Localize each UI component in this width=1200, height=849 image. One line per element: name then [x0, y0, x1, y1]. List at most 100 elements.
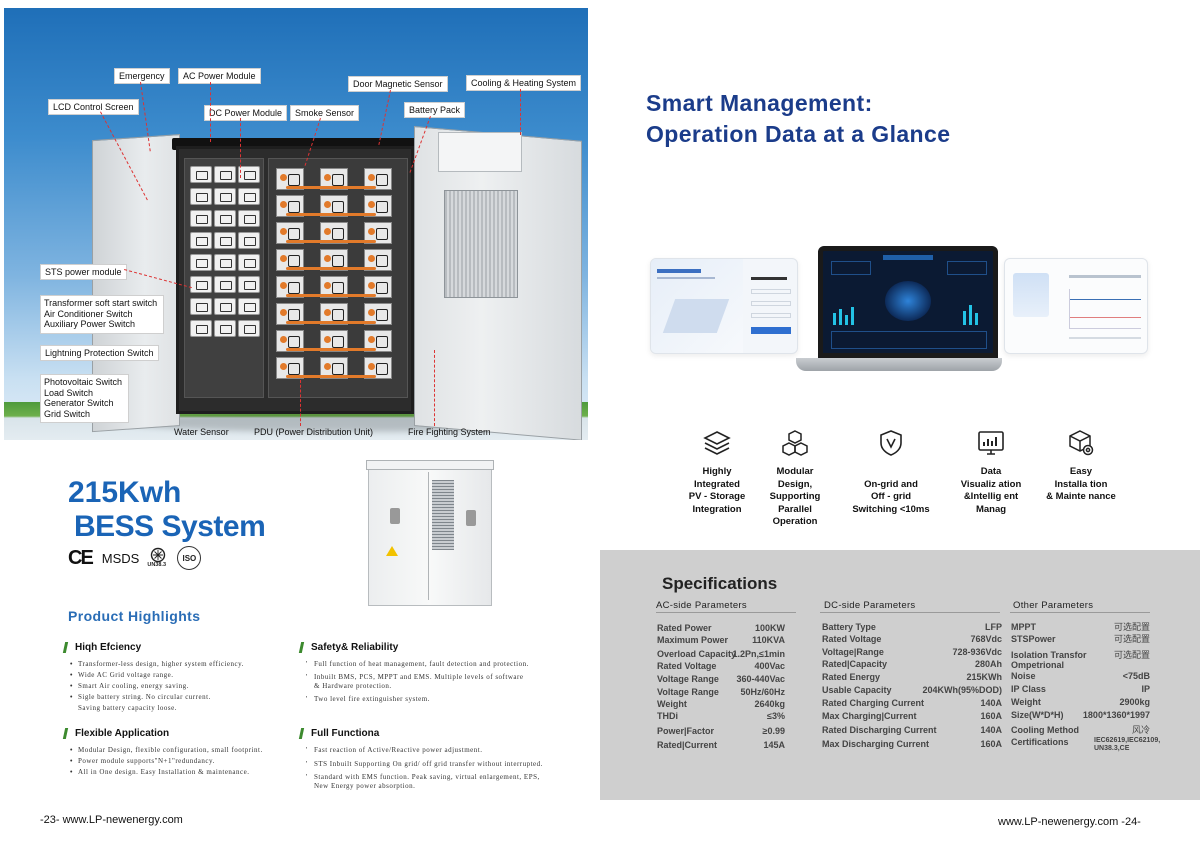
spec-other-label: STSPower	[1011, 634, 1056, 644]
highlight-item: Transformer-less design, higher system e…	[64, 659, 304, 670]
feature-label: Modular Design, Supporting Parallel Oper…	[769, 466, 821, 527]
battery-module	[276, 168, 304, 190]
spec-dc-label: Usable Capacity	[822, 685, 892, 695]
product-title-name: BESS System	[74, 510, 266, 543]
callout-smoke-sensor: Smoke Sensor	[290, 105, 360, 121]
battery-cable	[286, 213, 376, 216]
spec-dc-label: Max Charging|Current	[822, 711, 917, 721]
specifications-panel	[600, 550, 1200, 800]
feature-label: On-grid and Off - grid Switching <10ms	[852, 478, 930, 515]
power-module	[238, 276, 260, 293]
callout-ac-power-module: AC Power Module	[178, 68, 261, 84]
spec-dc-value: 140A	[980, 725, 1002, 735]
dc-params-title: DC-side Parameters	[824, 600, 916, 611]
power-module	[214, 276, 236, 293]
spec-other-label: MPPT	[1011, 622, 1037, 632]
battery-module	[364, 357, 392, 379]
other-params-title: Other Parameters	[1013, 600, 1094, 611]
battery-module	[364, 222, 392, 244]
feature-label: Highly Integrated PV - Storage Integrati…	[688, 466, 746, 515]
battery-module	[320, 303, 348, 325]
power-module	[214, 298, 236, 315]
callout-cooling-heating: Cooling & Heating System	[466, 75, 582, 91]
spec-ac-label: Overload Capacity	[657, 649, 737, 659]
spec-ac-label: Rated Voltage	[657, 661, 717, 671]
callout-sts-power-module: STS power module	[40, 264, 127, 280]
power-module	[214, 166, 236, 183]
power-module	[238, 298, 260, 315]
spec-ac-label: Power|Factor	[657, 726, 715, 736]
leader-line	[300, 380, 301, 426]
callout-lcd-control-screen: LCD Control Screen	[48, 99, 139, 115]
accent-bar	[62, 642, 69, 653]
spec-ac-value: 400Vac	[754, 661, 785, 671]
callout-fire-fighting: Fire Fighting System	[408, 427, 491, 437]
spec-ac-value: 100KW	[754, 623, 785, 633]
chart-monitor-icon	[976, 428, 1006, 458]
spec-other-label: IP Class	[1011, 684, 1046, 694]
box-gear-icon	[1066, 428, 1096, 458]
battery-cable	[286, 294, 376, 297]
spec-dc-value: 728-936Vdc	[952, 647, 1002, 657]
spec-other-value: 2900kg	[1119, 697, 1150, 707]
page-footer-left: -23- www.LP-newenergy.com	[40, 814, 183, 826]
power-module	[238, 254, 260, 271]
layers-icon	[702, 428, 732, 458]
callout-emergency: Emergency	[114, 68, 170, 84]
highlight-item: Sigle battery string. No circular curren…	[64, 692, 304, 714]
feature-data-visualization: Data Visualiz ation &Intellig ent Manag	[946, 428, 1036, 516]
spec-ac-value: 145A	[763, 740, 785, 750]
product-title-capacity: 215Kwh	[68, 476, 182, 509]
chart-screen-preview	[1004, 258, 1148, 354]
spec-dc-label: Rated Energy	[822, 672, 881, 682]
highlight-safety: Safety& Reliability Full function of hea…	[298, 642, 580, 705]
spec-other-label: Weight	[1011, 697, 1041, 707]
laptop-base	[796, 358, 1002, 371]
bess-cabinet-unit	[366, 460, 494, 610]
spec-other-value: 风冷	[1131, 725, 1150, 735]
power-module	[190, 254, 212, 271]
power-module	[214, 232, 236, 249]
divider	[1010, 612, 1150, 613]
highlight-full-function: Full Functiona Fast reaction of Active/R…	[298, 728, 585, 791]
shield-v-icon	[876, 428, 906, 458]
callout-water-sensor: Water Sensor	[174, 427, 229, 437]
highlight-item: Modular Design, flexible configuration, …	[64, 745, 304, 756]
spec-dc-value: 768Vdc	[970, 634, 1002, 644]
spec-other-value: IP	[1141, 684, 1150, 694]
highlight-item: Standard with EMS function. Peak saving,…	[300, 773, 585, 791]
spec-other-label: Isolation Transfor	[1011, 650, 1087, 660]
highlight-efficiency: Hiqh Efciency Transformer-less design, h…	[62, 642, 304, 714]
divider	[656, 612, 796, 613]
accent-bar	[62, 728, 69, 739]
ce-mark: CE	[68, 546, 94, 569]
callout-switch-group: Photovoltaic Switch Load Switch Generato…	[40, 374, 130, 423]
battery-module	[276, 222, 304, 244]
battery-module	[320, 330, 348, 352]
spec-ac-label: Voltage Range	[657, 687, 719, 697]
power-module	[190, 320, 212, 337]
spec-ac-label: Voltage Range	[657, 674, 719, 684]
iso-mark: ISO	[177, 546, 202, 570]
page-headline: Smart Management: Operation Data at a Gl…	[646, 90, 951, 147]
highlights-title: Product Highlights	[68, 608, 201, 624]
battery-module	[276, 357, 304, 379]
spec-other-label: Size(W*D*H)	[1011, 710, 1064, 720]
callout-transformer-group: Transformer soft start switch Air Condit…	[40, 295, 165, 334]
spec-dc-label: Voltage|Range	[822, 647, 884, 657]
spec-ac-value: 110KVA	[752, 635, 785, 645]
spec-dc-value: 160A	[980, 739, 1002, 749]
highlight-title: Safety& Reliability	[311, 642, 399, 653]
door-handle	[390, 508, 400, 524]
spec-dc-label: Max Discharging Current	[822, 739, 930, 749]
spec-other-value: <75dB	[1122, 671, 1150, 681]
battery-module	[320, 276, 348, 298]
spec-ac-label: THDi	[657, 711, 678, 721]
spec-other-label: Certifications	[1011, 737, 1069, 747]
callout-door-magnetic-sensor: Door Magnetic Sensor	[348, 76, 448, 92]
spec-other-value: 1800*1360*1997	[1082, 710, 1150, 720]
leader-line	[240, 118, 241, 178]
spec-ac-label: Maximum Power	[657, 635, 729, 645]
battery-cable	[286, 321, 376, 324]
battery-module	[364, 330, 392, 352]
